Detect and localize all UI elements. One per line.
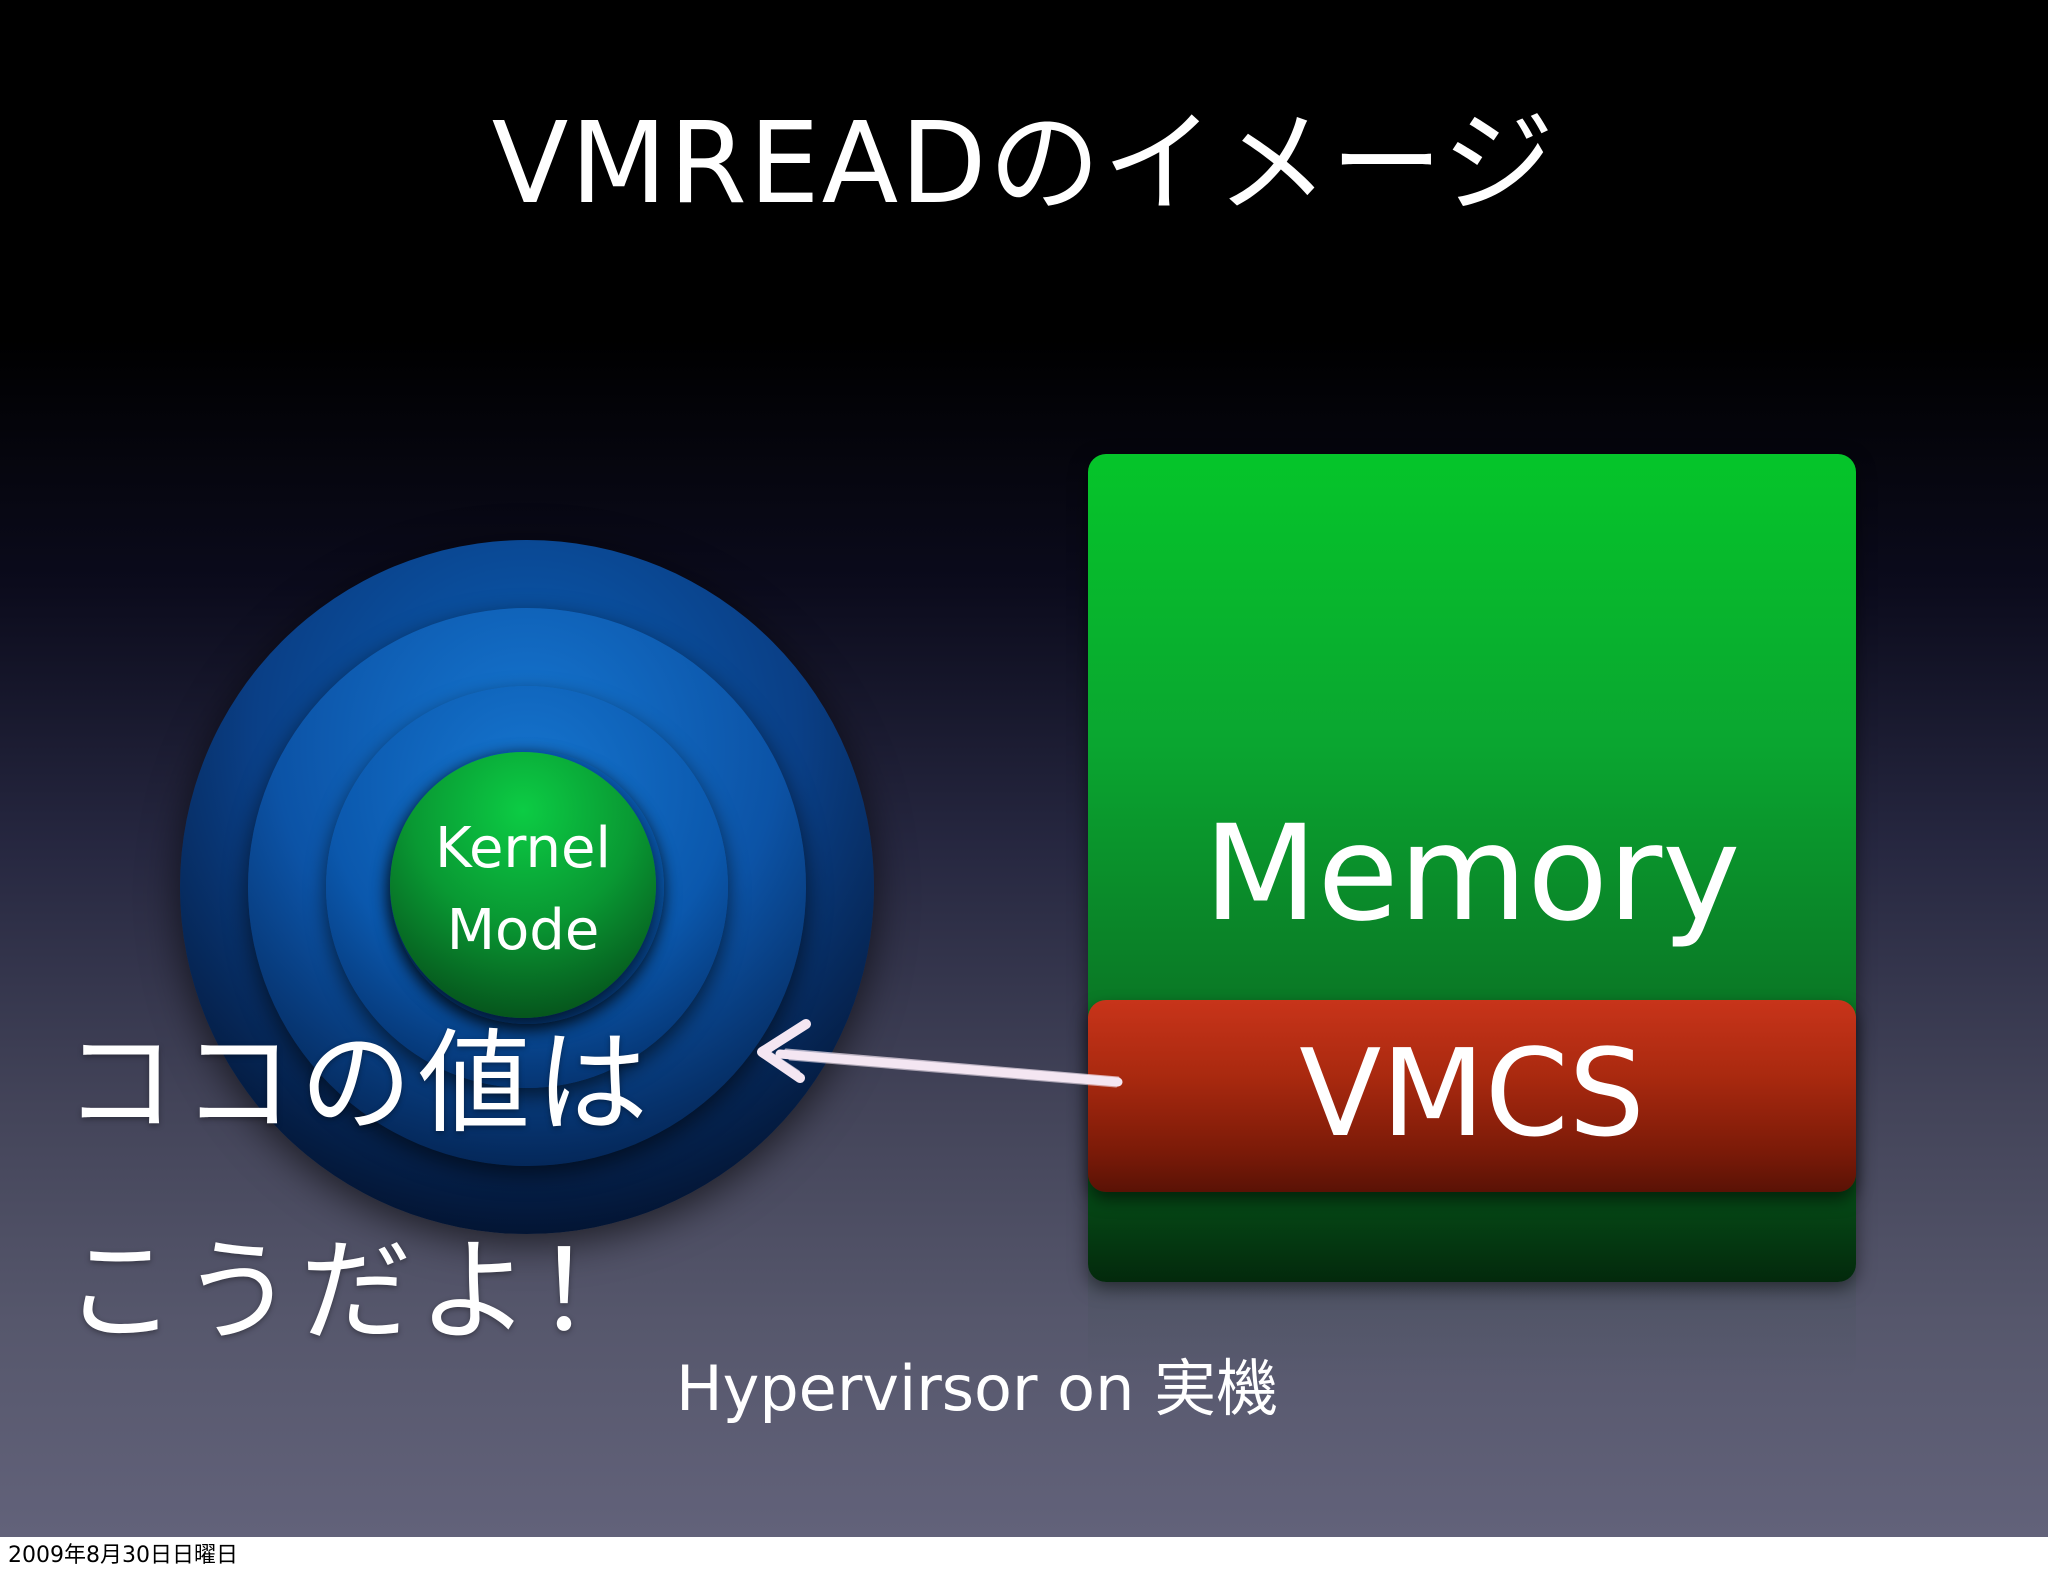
- slide-title: VMREADのイメージ: [491, 99, 1557, 229]
- footer-date: 2009年8月30日日曜日: [8, 1543, 238, 1568]
- kernel-mode-circle: [390, 752, 656, 1018]
- slide: VMREADのイメージ Kernel Mode Memory VMCS ココの値…: [0, 0, 2048, 1537]
- message-line-2: こうだよ！: [64, 1227, 654, 1357]
- hypervisor-caption: Hypervirsor on 実機: [676, 1352, 1279, 1425]
- vmcs-label: VMCS: [1299, 1025, 1645, 1164]
- chalk-arrow-icon: [757, 1019, 1123, 1088]
- message-line-1: ココの値は: [64, 1019, 654, 1149]
- kernel-label-line2: Mode: [446, 898, 600, 963]
- kernel-mode-label: Kernel Mode: [390, 808, 656, 972]
- kernel-label-line1: Kernel: [435, 816, 611, 881]
- vmcs-block: [1088, 1000, 1856, 1192]
- memory-label: Memory: [1203, 797, 1741, 951]
